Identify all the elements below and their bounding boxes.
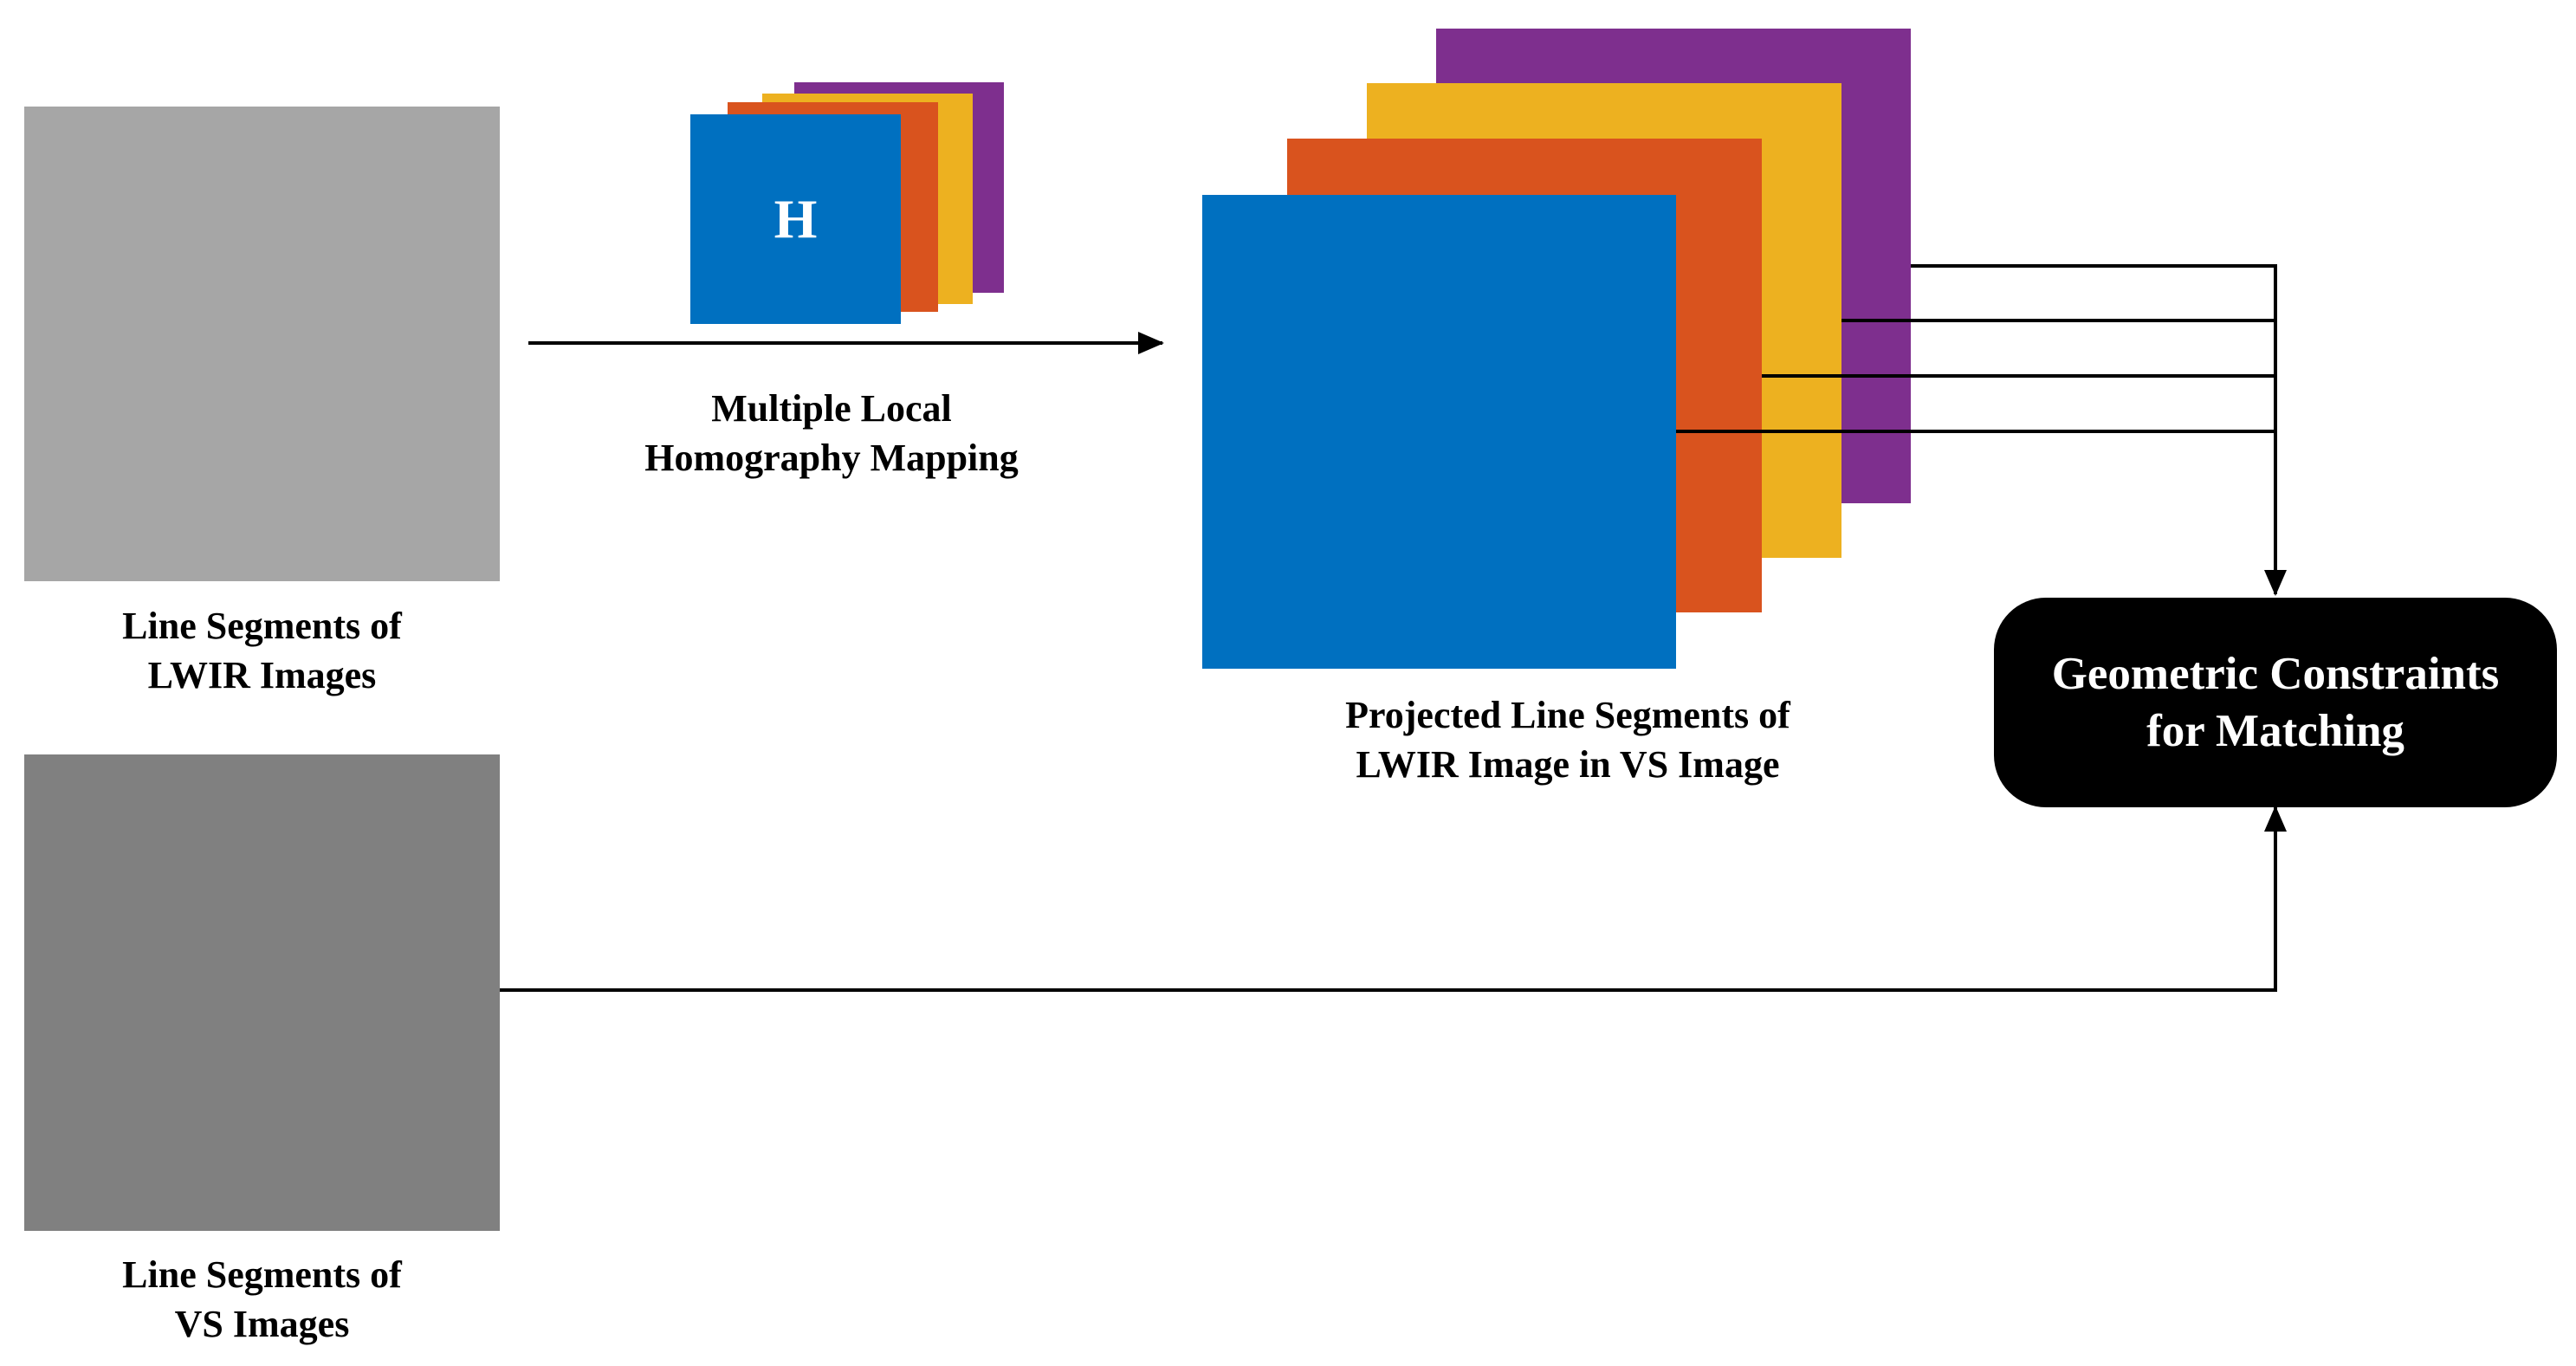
homography-layer-blue	[690, 114, 901, 324]
vs-label-line2: VS Images	[174, 1303, 350, 1345]
constraints-box	[1994, 598, 2557, 807]
lwir-label-line2: LWIR Images	[147, 654, 377, 696]
projected-layer-blue	[1202, 195, 1676, 669]
homography-label-line2: Homography Mapping	[644, 437, 1019, 479]
homography-symbol: H	[773, 188, 818, 249]
lwir-label-line1: Line Segments of	[122, 605, 402, 647]
vs-image-block	[24, 754, 500, 1231]
vs-label: Line Segments of VS Images	[24, 1250, 500, 1349]
homography-label: Multiple Local Homography Mapping	[606, 384, 1057, 482]
vs-label-line1: Line Segments of	[122, 1253, 402, 1296]
lwir-label: Line Segments of LWIR Images	[24, 601, 500, 700]
constraints-label-line2: for Matching	[2146, 706, 2404, 756]
lwir-image-block	[24, 107, 500, 581]
projected-label: Projected Line Segments of LWIR Image in…	[1265, 690, 1871, 789]
constraints-label-line1: Geometric Constraints	[2051, 649, 2500, 699]
projected-label-line2: LWIR Image in VS Image	[1356, 743, 1780, 786]
vs-connector	[500, 832, 2277, 992]
homography-label-line1: Multiple Local	[711, 387, 952, 430]
projected-label-line1: Projected Line Segments of	[1345, 694, 1790, 736]
constraints-label: Geometric Constraints for Matching	[1994, 645, 2557, 760]
